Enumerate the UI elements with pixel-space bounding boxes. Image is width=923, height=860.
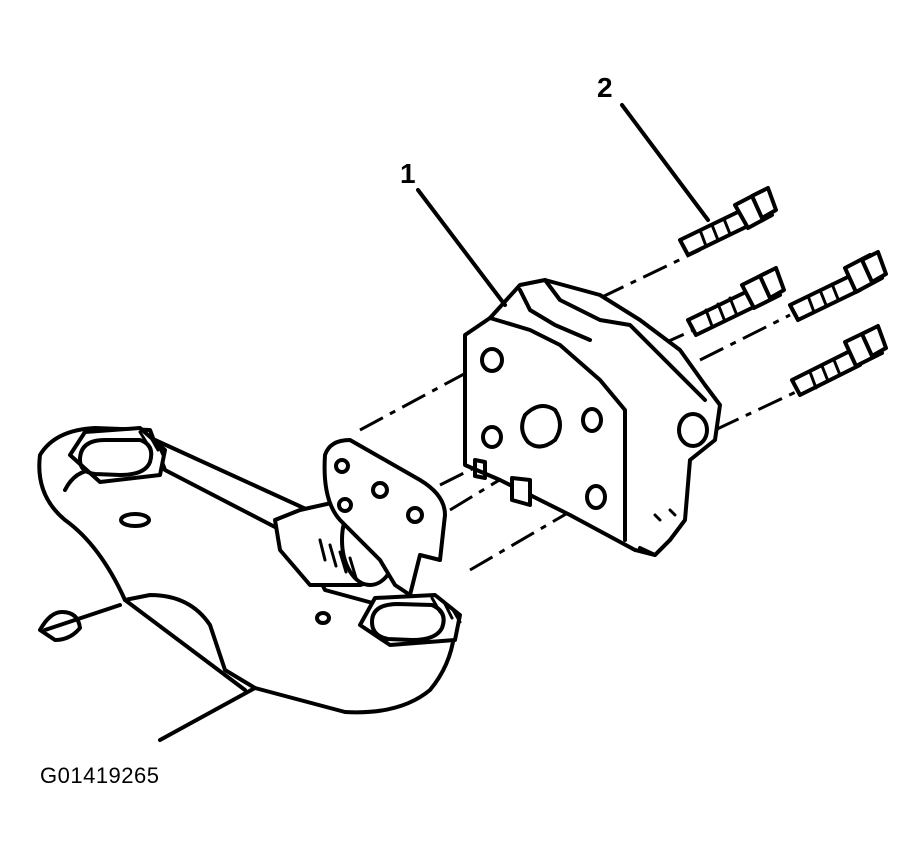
mount-cushion-right [358, 593, 462, 647]
bracket-center-opening [520, 404, 562, 449]
bolt-1 [678, 186, 778, 257]
figure-code: G01419265 [40, 763, 160, 788]
bracket-hole-bottom-right [585, 484, 607, 510]
bolt-3 [788, 250, 888, 322]
bracket-side-hole [677, 412, 709, 448]
frame-slot [119, 512, 151, 528]
mount-bracket [463, 278, 722, 557]
small-flange [322, 438, 447, 597]
callout-label-1: 1 [400, 158, 416, 189]
callout-label-2: 2 [597, 72, 613, 103]
mount-cushion-left [68, 426, 167, 484]
bracket-hole-mid-right [581, 407, 603, 433]
leader-line-2 [620, 103, 710, 222]
leader-line-1 [416, 188, 507, 307]
bolt-2 [686, 266, 786, 337]
bolt-4 [790, 324, 888, 397]
crossmember [37, 426, 457, 742]
bracket-hole-mid-left [481, 425, 503, 449]
bracket-hole-top-left [480, 347, 504, 373]
